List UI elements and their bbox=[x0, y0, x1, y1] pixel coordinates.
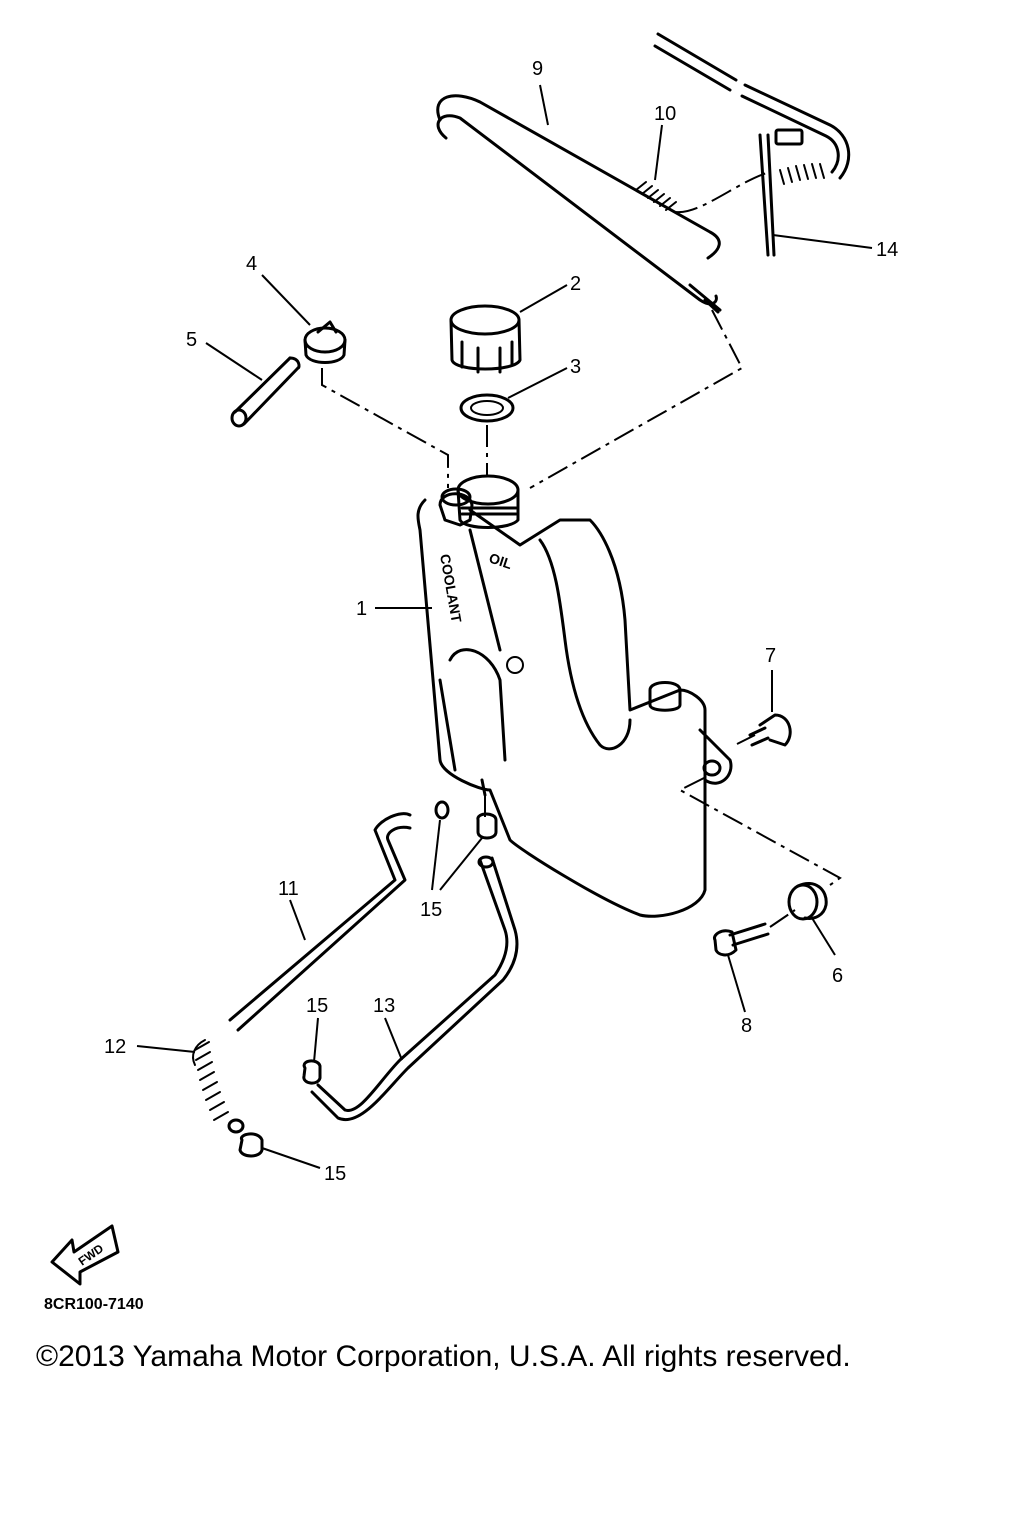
spring-10 bbox=[635, 163, 825, 214]
callout-8: 8 bbox=[741, 1015, 752, 1037]
callout-10: 10 bbox=[654, 103, 676, 125]
callout-15-bottom: 15 bbox=[324, 1163, 346, 1185]
grommet-6 bbox=[787, 881, 828, 921]
tank-label-oil: OIL bbox=[487, 550, 515, 573]
hose-5 bbox=[230, 356, 301, 428]
fwd-arrow-icon: FWD bbox=[50, 1224, 120, 1286]
callout-13: 13 bbox=[373, 995, 395, 1017]
callout-numbers: 9 10 14 2 3 4 5 1 7 6 8 11 15 12 13 15 1… bbox=[104, 58, 898, 1185]
callout-3: 3 bbox=[570, 356, 581, 378]
callout-15-middle: 15 bbox=[306, 995, 328, 1017]
plug-7 bbox=[748, 713, 792, 747]
copyright-notice: ©2013 Yamaha Motor Corporation, U.S.A. A… bbox=[36, 1340, 851, 1373]
callout-1: 1 bbox=[356, 598, 367, 620]
tank-label-coolant: COOLANT bbox=[437, 553, 465, 624]
clamp-15 bbox=[238, 800, 498, 1158]
tank-1: OIL COOLANT bbox=[416, 474, 733, 918]
assembly-lines bbox=[321, 309, 842, 928]
callout-11: 11 bbox=[278, 878, 299, 900]
callout-7: 7 bbox=[765, 645, 776, 667]
callout-14: 14 bbox=[876, 239, 898, 261]
callout-5: 5 bbox=[186, 329, 197, 351]
bolt-8 bbox=[713, 922, 770, 957]
drawing-code: 8CR100-7140 bbox=[44, 1296, 144, 1313]
leader-lines bbox=[136, 84, 873, 1169]
hose-13 bbox=[310, 855, 519, 1122]
spring-12 bbox=[192, 1039, 245, 1134]
callout-2: 2 bbox=[570, 273, 581, 295]
callout-9: 9 bbox=[532, 58, 543, 80]
filler-cap-2 bbox=[449, 304, 522, 374]
gasket-3 bbox=[459, 393, 515, 423]
callout-12: 12 bbox=[104, 1036, 126, 1058]
hose-9 bbox=[436, 32, 851, 314]
callout-6: 6 bbox=[832, 965, 843, 987]
small-cap-4 bbox=[303, 320, 347, 364]
hose-11 bbox=[228, 812, 412, 1032]
callout-4: 4 bbox=[246, 253, 257, 275]
callout-15-top: 15 bbox=[420, 899, 442, 921]
